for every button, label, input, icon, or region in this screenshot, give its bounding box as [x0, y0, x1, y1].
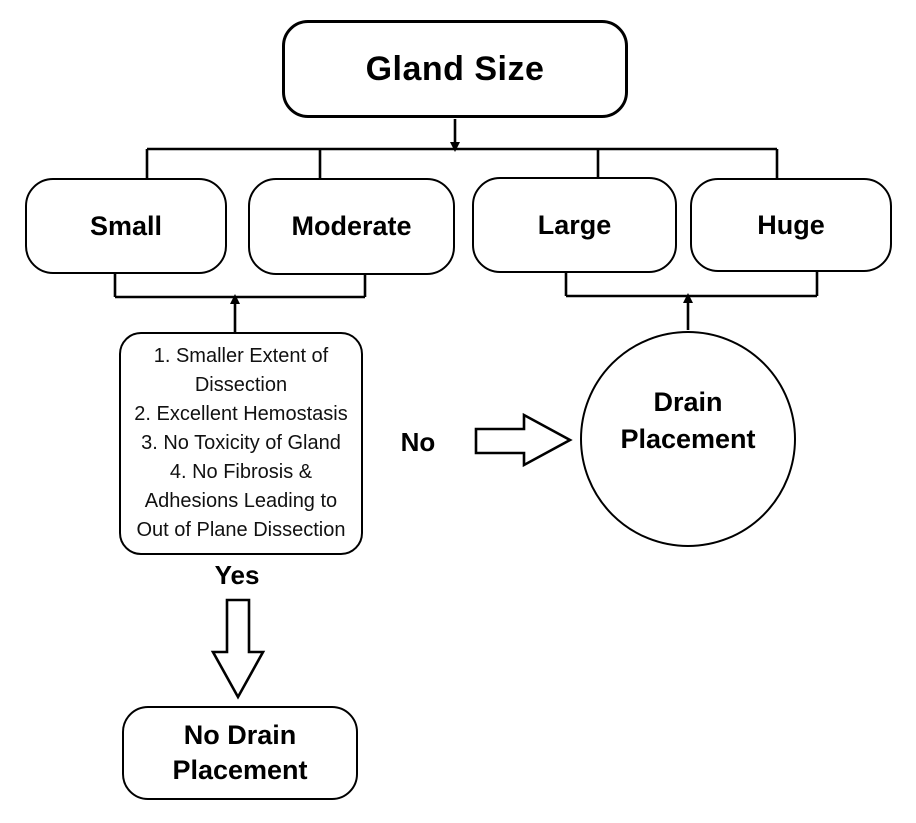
- connector-large-huge-merge: [564, 272, 819, 330]
- connector-small-moderate-merge: [113, 274, 367, 332]
- arrowhead-up-icon: [683, 293, 693, 303]
- node-no-drain-placement: No Drain Placement: [122, 706, 358, 800]
- node-moderate-label: Moderate: [291, 211, 412, 241]
- node-gland-size: Gland Size: [282, 20, 628, 118]
- yes-down-block-arrow-icon: [210, 598, 266, 700]
- yes-edge-label: Yes: [214, 560, 260, 590]
- arrowhead-up-icon: [230, 294, 240, 304]
- node-criteria-list: 1. Smaller Extent of Dissection 2. Excel…: [119, 332, 363, 555]
- criteria-list-text: 1. Smaller Extent of Dissection 2. Excel…: [134, 345, 348, 541]
- node-drain-placement-label: Drain Placement: [620, 387, 756, 454]
- no-edge-label: No: [400, 427, 436, 457]
- node-moderate: Moderate: [248, 178, 455, 275]
- node-gland-size-label: Gland Size: [365, 49, 545, 88]
- node-small-label: Small: [89, 210, 163, 241]
- node-no-drain-placement-label: No Drain Placement: [172, 720, 308, 785]
- arrowhead-down-icon: [450, 142, 460, 152]
- connector-root-to-branches: [145, 119, 779, 178]
- node-large: Large: [472, 177, 677, 273]
- node-drain-placement: Drain Placement: [580, 331, 796, 547]
- no-right-block-arrow-icon: [474, 412, 573, 468]
- node-large-label: Large: [537, 209, 612, 240]
- node-huge: Huge: [690, 178, 892, 272]
- node-small: Small: [25, 178, 227, 274]
- node-huge-label: Huge: [757, 209, 825, 240]
